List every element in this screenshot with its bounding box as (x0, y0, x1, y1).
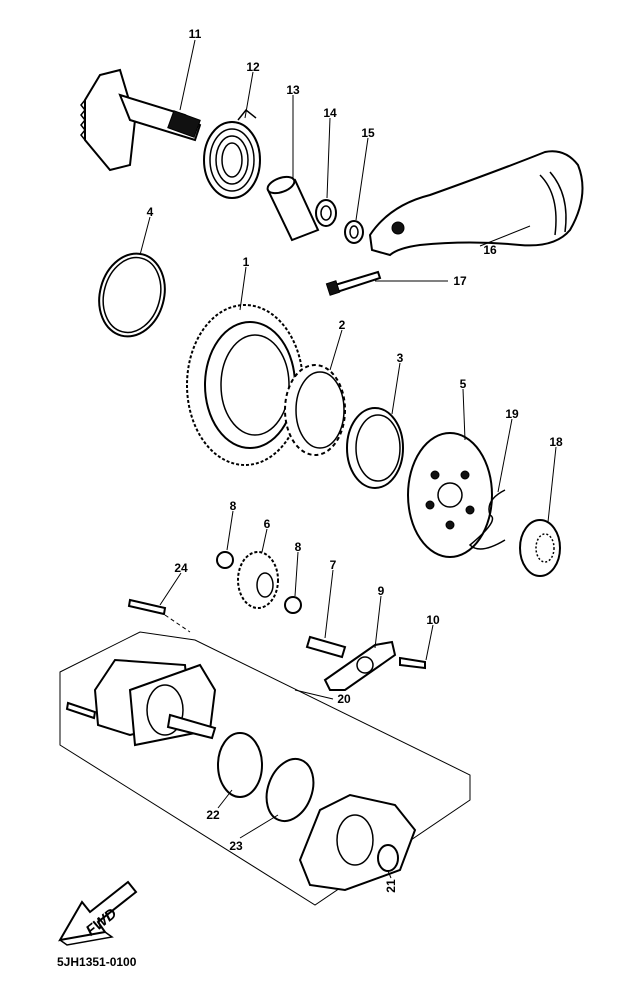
callout-12: 12 (246, 60, 260, 74)
part-21-o-ring (377, 844, 399, 872)
callout-4: 4 (147, 205, 154, 219)
callout-11: 11 (189, 27, 202, 41)
callout-1: 1 (243, 255, 250, 269)
diagram-code: 5JH1351-0100 (57, 955, 137, 969)
part-1-wheel-gear (186, 304, 304, 466)
part-13-collar (266, 175, 320, 242)
callout-6: 6 (264, 517, 271, 531)
callout-20: 20 (337, 692, 351, 706)
callout-14: 14 (323, 106, 337, 120)
part-15-washer (344, 220, 364, 244)
part-5-clutch-housing (407, 432, 493, 558)
part-19-clip (468, 489, 506, 550)
callout-21: 21 (384, 879, 398, 893)
leader-lines (139, 39, 557, 879)
callout-17: 17 (453, 274, 467, 288)
part-8-washer (216, 551, 234, 569)
part-11-kick-axle (80, 68, 202, 172)
part-2-one-way-clutch (284, 364, 346, 456)
part-17-bolt (325, 270, 382, 296)
callout-16: 16 (483, 243, 497, 257)
starter-assembly-outline (59, 631, 471, 906)
part-4-ring (98, 252, 166, 338)
callout-7: 7 (330, 558, 337, 572)
part-24-bolt (127, 598, 167, 616)
part-8-washer-2 (284, 596, 302, 614)
part-14-washer (315, 199, 337, 227)
part-7-shaft (305, 635, 347, 659)
callout-2: 2 (339, 318, 346, 332)
part-18-pinion-gear (519, 519, 561, 577)
part-16-kick-crank (368, 150, 584, 257)
part-22-bracket (217, 732, 263, 798)
fwd-arrow-icon: FWD (58, 880, 138, 946)
part-20-starter-motor (65, 658, 217, 747)
callout-3: 3 (397, 351, 404, 365)
callout-13: 13 (286, 83, 300, 97)
part-23-o-ring (265, 758, 315, 822)
callout-19: 19 (505, 407, 519, 421)
callout-15: 15 (361, 126, 375, 140)
part-10-bolt (399, 656, 426, 670)
callout-8-second: 8 (295, 540, 302, 554)
callout-18: 18 (549, 435, 563, 449)
part-12-torsion-spring (203, 108, 261, 199)
callout-24: 24 (174, 561, 188, 575)
callout-10: 10 (426, 613, 440, 627)
callout-9: 9 (378, 584, 385, 598)
starter-cover (298, 793, 417, 892)
part-6-idler-gear (237, 551, 279, 609)
callout-23: 23 (229, 839, 243, 853)
callout-8: 8 (230, 499, 237, 513)
callout-5: 5 (460, 377, 467, 391)
callout-22: 22 (206, 808, 220, 822)
